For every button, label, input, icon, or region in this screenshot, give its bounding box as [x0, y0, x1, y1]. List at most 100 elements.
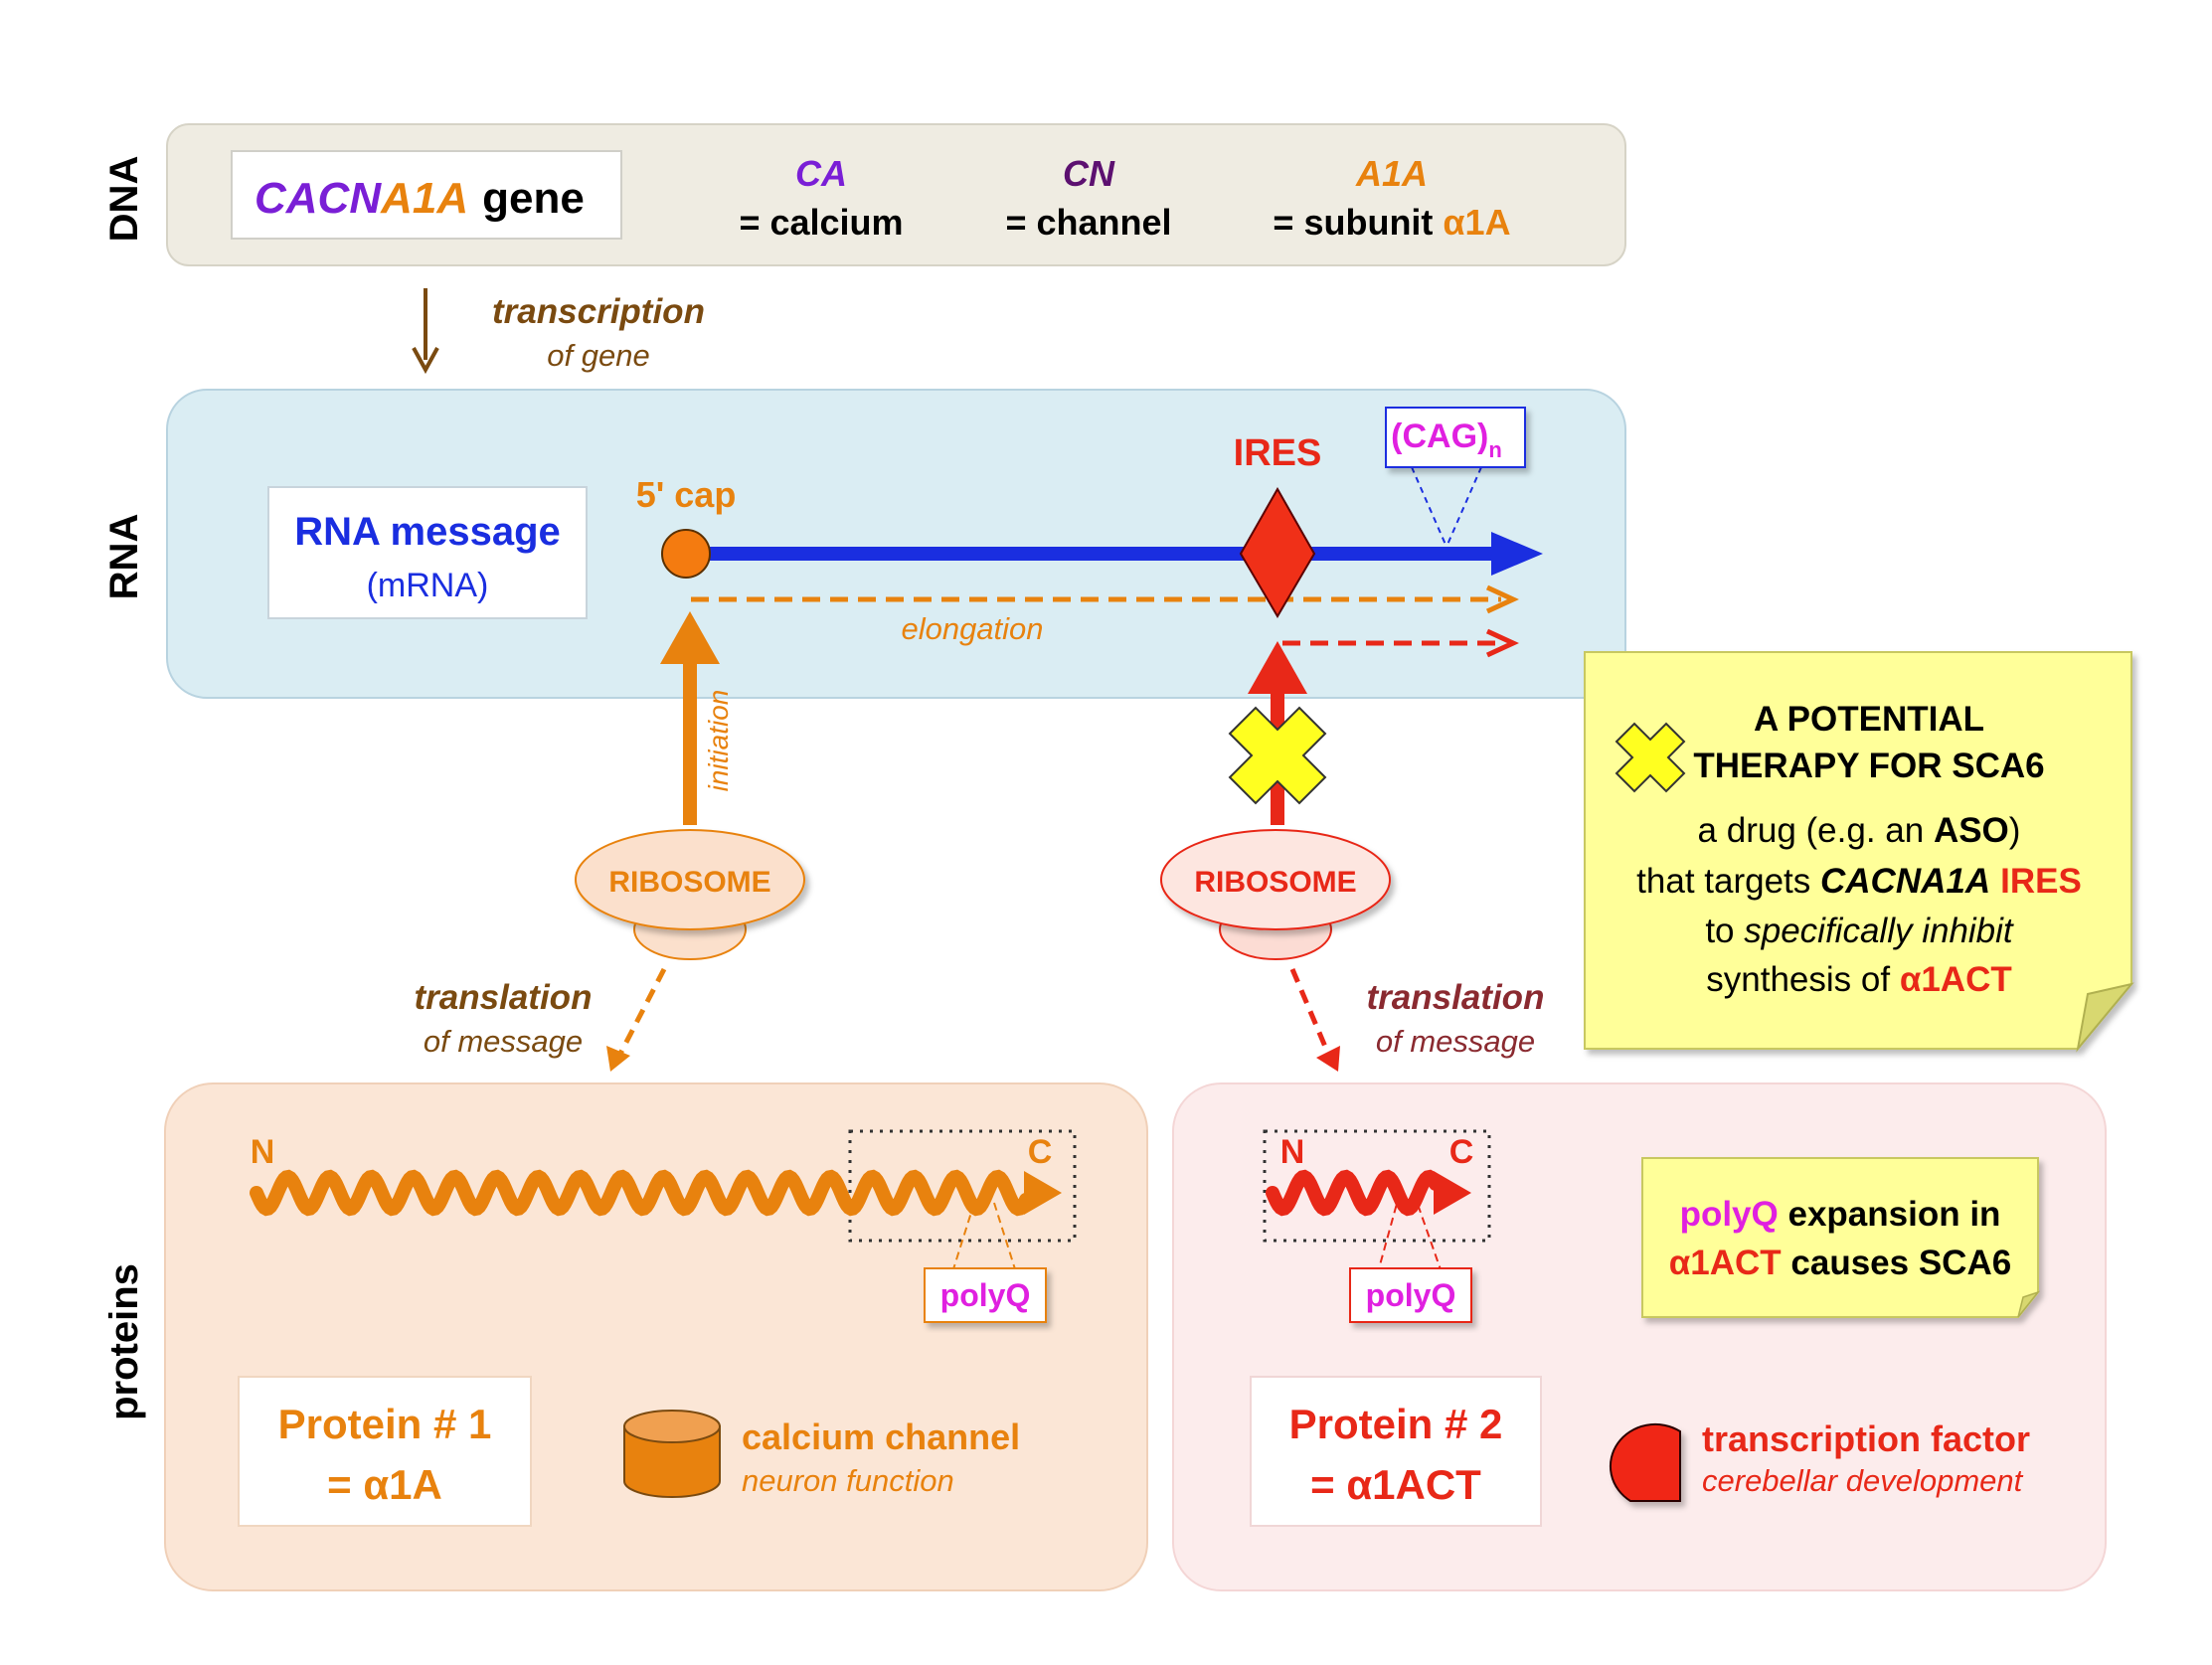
therapy-line3-a: to — [1705, 912, 1744, 950]
gene-name: CACNA1A gene — [255, 174, 585, 223]
cn-code: CN — [1063, 153, 1115, 194]
therapy-line1-a: a drug (e.g. an — [1698, 811, 1934, 850]
protein2-name-line1: Protein # 2 — [1289, 1401, 1503, 1447]
elongation-orange-arrow — [691, 584, 1519, 614]
protein1-c-terminal-box — [848, 1129, 1077, 1243]
ribosome-right — [1160, 829, 1391, 960]
sca6-note-causes: causes SCA6 — [1782, 1244, 2012, 1282]
protein1-name-box — [238, 1376, 532, 1527]
rna-message-sub: (mRNA) — [367, 567, 489, 604]
ribosome-left — [575, 829, 805, 960]
therapy-line3: to specifically inhibit — [1705, 912, 2014, 950]
cn-meaning: = channel — [1005, 202, 1171, 243]
therapy-line3-b: specifically inhibit — [1744, 912, 2014, 950]
transcription-sub: of gene — [547, 338, 649, 373]
rna-message-box — [267, 486, 588, 619]
therapy-line2-ires: IRES — [2000, 862, 2082, 901]
therapy-line1-c: ) — [2009, 811, 2021, 850]
translation-left-sub: of message — [424, 1024, 583, 1059]
therapy-line4-b: α1ACT — [1900, 960, 2012, 999]
protein2-name-box — [1250, 1376, 1542, 1527]
protein1-name-line1: Protein # 1 — [278, 1401, 492, 1447]
sca6-note-line1: polyQ expansion in — [1680, 1195, 2001, 1234]
protein2-function-sub: cerebellar development — [1702, 1463, 2024, 1498]
five-prime-cap-label: 5' cap — [636, 474, 737, 515]
protein2-polyq-label: polyQ — [1366, 1277, 1456, 1313]
five-prime-cap — [661, 529, 711, 579]
protein2-polyq-lines — [1377, 1192, 1443, 1273]
therapy-line1-aso: ASO — [1934, 811, 2009, 850]
protein1-n-terminus: N — [251, 1133, 275, 1171]
translation-left-arrow — [606, 967, 667, 1072]
therapy-x-icon — [1615, 722, 1686, 793]
transcription-title: transcription — [492, 292, 705, 331]
protein1-polyq-box — [924, 1267, 1047, 1323]
rna-message-title: RNA message — [294, 510, 561, 554]
ires-label: IRES — [1234, 432, 1322, 474]
block-x-icon — [1228, 706, 1327, 805]
initiation-label: initiation — [703, 690, 734, 792]
protein1-chain — [250, 1169, 1033, 1217]
cag-repeat-box — [1385, 407, 1526, 468]
protein1-polyq-label: polyQ — [940, 1277, 1031, 1313]
protein2-chain-arrowhead — [1434, 1171, 1471, 1215]
protein2-chain — [1266, 1169, 1443, 1217]
protein1-function-title: calcium channel — [742, 1416, 1020, 1457]
protein1-c-terminus: C — [1028, 1133, 1053, 1171]
gene-name-part2: A1A — [380, 174, 468, 223]
protein1-chain-arrowhead — [1024, 1171, 1062, 1215]
therapy-line1: a drug (e.g. an ASO) — [1698, 811, 2021, 850]
a1a-meaning: = subunit α1A — [1273, 202, 1510, 243]
protein1-function-sub: neuron function — [742, 1463, 954, 1498]
calcium-channel-icon — [623, 1410, 721, 1498]
sca6-note-a1act: α1ACT — [1669, 1244, 1782, 1282]
elongation-label: elongation — [901, 611, 1043, 646]
transcription-factor-icon — [1609, 1422, 1681, 1502]
sca6-note-line2: α1ACT causes SCA6 — [1669, 1244, 2011, 1282]
elongation-red-arrow — [1282, 628, 1519, 658]
row-label-dna: DNA — [102, 156, 146, 243]
cag-repeat-text: (CAG) — [1391, 417, 1488, 455]
transcription-arrow — [412, 288, 439, 375]
therapy-note — [1584, 651, 2134, 1053]
therapy-line2-a: that targets — [1636, 862, 1820, 901]
protein2-name-line2: = α1ACT — [1310, 1461, 1481, 1508]
translation-right-arrow — [1289, 968, 1340, 1072]
therapy-line2-gene: CACNA1A — [1820, 862, 1990, 901]
a1a-code: A1A — [1355, 153, 1428, 194]
therapy-line2: that targets CACNA1A IRES — [1636, 862, 2082, 901]
therapy-line4-a: synthesis of — [1706, 960, 1900, 999]
a1a-meaning-suffix: α1A — [1443, 202, 1510, 243]
initiation-arrow — [660, 611, 720, 825]
protein2-polyq-box — [1349, 1267, 1472, 1323]
cag-repeat-label: (CAG)n — [1391, 417, 1502, 462]
protein2-function-title: transcription factor — [1702, 1418, 2030, 1459]
ca-code: CA — [795, 153, 847, 194]
row-label-proteins: proteins — [102, 1263, 146, 1420]
gene-word: gene — [482, 174, 585, 223]
protein2-n-terminus: N — [1280, 1133, 1305, 1171]
protein2-c-terminus: C — [1449, 1133, 1474, 1171]
cag-repeat-subscript: n — [1488, 437, 1501, 462]
rna-panel — [166, 389, 1626, 699]
row-label-rna: RNA — [102, 514, 146, 600]
a1a-meaning-prefix: = subunit — [1273, 202, 1443, 243]
sca6-note-polyq: polyQ — [1680, 1195, 1779, 1234]
protein1-name-line2: = α1A — [327, 1461, 442, 1508]
therapy-title-line2: THERAPY FOR SCA6 — [1693, 747, 2044, 785]
mrna-strand — [686, 532, 1543, 576]
ca-meaning: = calcium — [739, 202, 903, 243]
ribosome-left-label: RIBOSOME — [608, 866, 770, 899]
cag-callout-lines — [1411, 466, 1482, 548]
ribosome-right-label: RIBOSOME — [1194, 866, 1356, 899]
gene-name-part1: CACN — [255, 174, 382, 223]
sca6-note — [1641, 1157, 2041, 1318]
translation-right-sub: of message — [1376, 1024, 1535, 1059]
translation-right-title: translation — [1367, 978, 1545, 1017]
gene-box — [231, 150, 622, 240]
protein2-box — [1263, 1129, 1491, 1243]
therapy-title-line1: A POTENTIAL — [1754, 700, 1984, 739]
therapy-line4: synthesis of α1ACT — [1706, 960, 2011, 999]
sca6-note-expansion: expansion in — [1779, 1195, 2001, 1234]
